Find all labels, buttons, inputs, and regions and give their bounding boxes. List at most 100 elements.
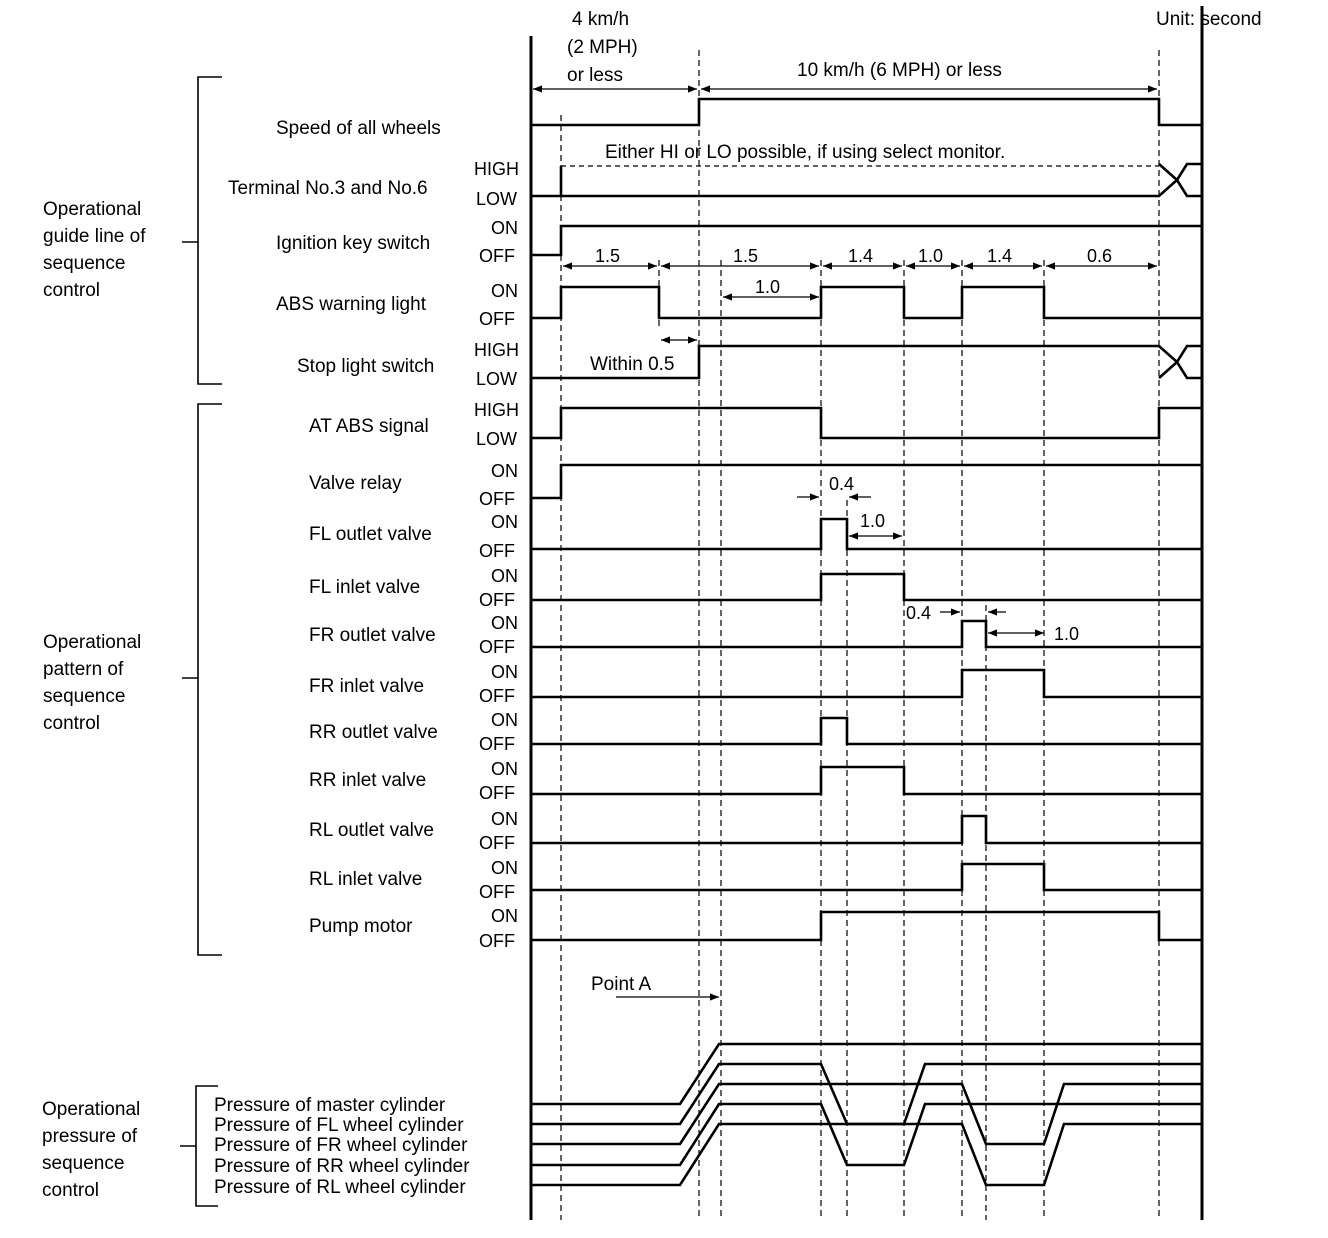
- brace-pattern: [182, 403, 222, 956]
- duration-t1: 1.5: [595, 246, 620, 266]
- signal-label-fr-outlet: FR outlet valve: [309, 625, 436, 646]
- svg-text:ON: ON: [491, 906, 518, 926]
- signal-label-abs-warning: ABS warning light: [276, 294, 427, 315]
- svg-text:OFF: OFF: [479, 590, 515, 610]
- duration-t2: 1.5: [733, 246, 758, 266]
- waveform-fr-inlet: [531, 668, 1202, 699]
- speed-high-label: 10 km/h (6 MPH) or less: [797, 60, 1002, 81]
- svg-text:OFF: OFF: [479, 637, 515, 657]
- svg-text:ON: ON: [491, 566, 518, 586]
- waveform-terminal: [531, 162, 1202, 198]
- signal-label-fl-inlet: FL inlet valve: [309, 577, 420, 598]
- waveform-stop-light: [531, 344, 1202, 380]
- group-guide-line-label: Operational guide line of sequence contr…: [43, 199, 146, 301]
- signal-label-rl-inlet: RL inlet valve: [309, 869, 422, 890]
- waveform-rr-outlet: [531, 716, 1202, 746]
- svg-text:HIGH: HIGH: [474, 400, 519, 420]
- svg-text:control: control: [43, 713, 100, 734]
- svg-text:LOW: LOW: [476, 369, 517, 389]
- svg-text:ON: ON: [491, 613, 518, 633]
- waveform-abs-warning: [531, 285, 1202, 320]
- waveform-at-abs: [531, 406, 1202, 440]
- fl-outlet-on-duration: 0.4: [829, 474, 854, 494]
- duration-t6: 0.6: [1087, 246, 1112, 266]
- speed-low-label-2: (2 MPH): [567, 37, 638, 58]
- signal-label-valve-relay: Valve relay: [309, 473, 402, 494]
- svg-text:OFF: OFF: [479, 833, 515, 853]
- waveform-valve-relay: [531, 463, 1202, 500]
- signal-label-rr-inlet: RR inlet valve: [309, 770, 426, 791]
- pressure-label-fr: Pressure of FR wheel cylinder: [214, 1135, 468, 1156]
- duration-t3: 1.4: [848, 246, 873, 266]
- brace-guide-line: [182, 76, 222, 385]
- pressure-fr: [531, 1082, 1202, 1146]
- waveform-rr-inlet: [531, 765, 1202, 796]
- pressure-rr: [531, 1102, 1202, 1167]
- svg-text:Operational: Operational: [43, 199, 141, 220]
- within-note: Within 0.5: [590, 354, 674, 375]
- signal-label-pump: Pump motor: [309, 916, 413, 937]
- svg-text:ON: ON: [491, 512, 518, 532]
- waveform-speed: [531, 97, 1202, 127]
- svg-text:guide line of: guide line of: [43, 226, 146, 247]
- svg-text:Operational: Operational: [42, 1099, 140, 1120]
- svg-text:control: control: [43, 280, 100, 301]
- signal-label-at-abs: AT ABS signal: [309, 416, 429, 437]
- fr-outlet-on-duration: 0.4: [906, 603, 931, 623]
- svg-text:ON: ON: [491, 809, 518, 829]
- svg-text:OFF: OFF: [479, 931, 515, 951]
- point-a-label: Point A: [591, 974, 652, 995]
- pressure-label-fl: Pressure of FL wheel cylinder: [214, 1115, 464, 1136]
- svg-text:ON: ON: [491, 218, 518, 238]
- pressure-label-rl: Pressure of RL wheel cylinder: [214, 1177, 466, 1198]
- waveform-rl-inlet: [531, 862, 1202, 892]
- svg-text:OFF: OFF: [479, 489, 515, 509]
- fl-outlet-off-duration: 1.0: [860, 511, 885, 531]
- duration-dimensions: [563, 262, 1157, 301]
- group-pressure-label: Operational pressure of sequence control: [42, 1099, 140, 1201]
- pressure-master: [531, 1042, 1202, 1106]
- pressure-label-rr: Pressure of RR wheel cylinder: [214, 1156, 470, 1177]
- signal-label-fl-outlet: FL outlet valve: [309, 524, 432, 545]
- svg-text:ON: ON: [491, 858, 518, 878]
- svg-text:pressure of: pressure of: [42, 1126, 138, 1147]
- svg-text:HIGH: HIGH: [474, 159, 519, 179]
- svg-text:ON: ON: [491, 759, 518, 779]
- waveform-rl-outlet: [531, 814, 1202, 845]
- duration-t4: 1.0: [918, 246, 943, 266]
- waveform-fl-outlet: [531, 517, 1202, 551]
- pressure-rl: [531, 1122, 1202, 1187]
- svg-text:control: control: [42, 1180, 99, 1201]
- speed-low-label-3: or less: [567, 65, 623, 86]
- svg-text:sequence: sequence: [43, 686, 125, 707]
- signal-label-fr-inlet: FR inlet valve: [309, 676, 424, 697]
- signal-label-terminal: Terminal No.3 and No.6: [228, 178, 428, 199]
- svg-text:OFF: OFF: [479, 882, 515, 902]
- brace-pressure: [180, 1085, 218, 1207]
- svg-text:ON: ON: [491, 461, 518, 481]
- pressure-fl: [531, 1062, 1202, 1126]
- svg-text:sequence: sequence: [43, 253, 125, 274]
- duration-abs-delay: 1.0: [755, 277, 780, 297]
- waveform-fr-outlet: [531, 619, 1202, 649]
- speed-low-label-1: 4 km/h: [572, 9, 629, 30]
- svg-text:HIGH: HIGH: [474, 340, 519, 360]
- svg-text:OFF: OFF: [479, 541, 515, 561]
- group-pattern-label: Operational pattern of sequence control: [43, 632, 141, 734]
- svg-text:sequence: sequence: [42, 1153, 124, 1174]
- waveform-fl-inlet: [531, 572, 1202, 602]
- svg-text:OFF: OFF: [479, 246, 515, 266]
- duration-t5: 1.4: [987, 246, 1012, 266]
- unit-label: Unit: second: [1156, 9, 1262, 30]
- svg-text:OFF: OFF: [479, 309, 515, 329]
- pressure-label-master: Pressure of master cylinder: [214, 1095, 446, 1116]
- svg-text:LOW: LOW: [476, 189, 517, 209]
- waveform-ignition: [531, 224, 1202, 257]
- svg-text:ON: ON: [491, 710, 518, 730]
- svg-text:OFF: OFF: [479, 734, 515, 754]
- svg-text:OFF: OFF: [479, 686, 515, 706]
- svg-text:ON: ON: [491, 281, 518, 301]
- signal-label-rr-outlet: RR outlet valve: [309, 722, 438, 743]
- select-monitor-note: Either HI or LO possible, if using selec…: [605, 142, 1005, 163]
